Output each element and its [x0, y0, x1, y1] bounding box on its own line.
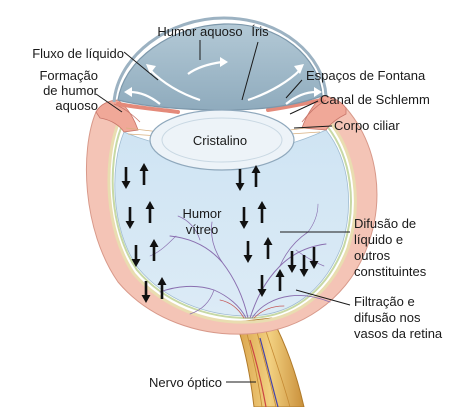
- diffusion-arrow-head: [157, 277, 167, 285]
- label-fluxo-de-liquido: Fluxo de líquido: [32, 46, 124, 61]
- diffusion-arrow-head: [131, 259, 141, 267]
- label-filtracao-1: Filtração e: [354, 294, 415, 309]
- diffusion-arrow-head: [121, 181, 131, 189]
- diffusion-arrow-head: [275, 269, 285, 277]
- label-formacao-3: aquoso: [55, 98, 98, 113]
- diffusion-arrow-head: [263, 237, 273, 245]
- label-formacao-2: de humor: [43, 83, 99, 98]
- label-humor-aquoso: Humor aquoso: [157, 24, 242, 39]
- label-difusao-3: outros: [354, 248, 391, 263]
- retinal-vessels: [149, 203, 331, 319]
- diffusion-arrow-head: [141, 295, 151, 303]
- diffusion-arrow-head: [287, 265, 297, 273]
- label-cristalino: Cristalino: [193, 133, 247, 148]
- diffusion-arrow-head: [125, 221, 135, 229]
- vitreous-arrows: [121, 163, 319, 303]
- label-corpo-ciliar: Corpo ciliar: [334, 118, 400, 133]
- label-difusao-2: líquido e: [354, 232, 403, 247]
- diffusion-arrow-head: [299, 269, 309, 277]
- diffusion-arrow-head: [257, 201, 267, 209]
- label-nervo-optico: Nervo óptico: [149, 375, 222, 390]
- aqueous-flow-arrows: [124, 57, 322, 105]
- label-espacos-de-fontana: Espaços de Fontana: [306, 68, 426, 83]
- label-humor-vitreo-1: Humor: [182, 206, 222, 221]
- label-humor-vitreo-2: vítreo: [186, 222, 219, 237]
- diffusion-arrow-head: [145, 201, 155, 209]
- label-filtracao-3: vasos da retina: [354, 326, 443, 341]
- label-formacao-1: Formação: [39, 68, 98, 83]
- optic-nerve: [235, 317, 305, 407]
- cornea-outer: [112, 16, 328, 103]
- label-canal-de-schlemm: Canal de Schlemm: [320, 92, 430, 107]
- lens: [149, 109, 295, 171]
- diffusion-arrow-head: [235, 183, 245, 191]
- label-iris: Íris: [251, 24, 269, 39]
- diffusion-arrow-head: [309, 261, 319, 269]
- label-difusao-4: constituintes: [354, 264, 427, 279]
- leader-lines: [95, 40, 351, 383]
- diffusion-arrow-head: [251, 165, 261, 173]
- diffusion-arrow-head: [243, 255, 253, 263]
- diffusion-arrow-head: [257, 289, 267, 297]
- labels: Humor aquoso Íris Fluxo de líquido Forma…: [32, 24, 443, 390]
- diffusion-arrow-head: [149, 239, 159, 247]
- diffusion-arrow-head: [139, 163, 149, 171]
- label-filtracao-2: difusão nos: [354, 310, 421, 325]
- label-difusao-1: Difusão de: [354, 216, 416, 231]
- diffusion-arrow-head: [239, 221, 249, 229]
